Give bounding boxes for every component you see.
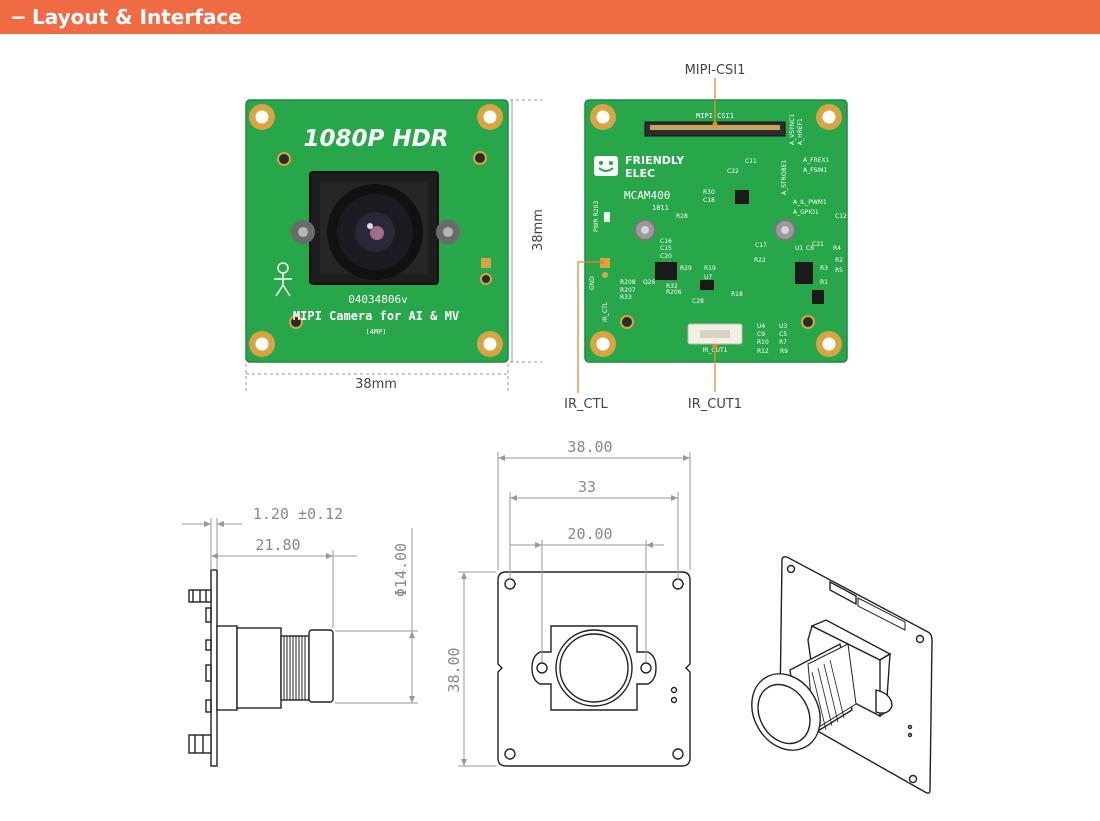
callout-ir-cut1: IR_CUT1 (688, 397, 742, 412)
silk-part-label: U1 (795, 245, 803, 252)
silk-part-label: R12 (757, 348, 769, 355)
silk-part-label: C15 (660, 245, 672, 252)
silk-part-label: C12 (835, 213, 847, 220)
silk-part-label: C22 (727, 168, 739, 175)
silk-part-label: C21 (812, 241, 824, 248)
top-dimension-lines (458, 452, 691, 767)
brand-line2: ELEC (625, 167, 655, 180)
silk-part-label: R28 (676, 213, 688, 220)
silk-part-label: R4 (833, 245, 841, 252)
back-board: MIPI-CSI1 A_STROBE1 A_VSYNC1 A_HREF1 FRI… (584, 99, 848, 363)
front-board-subtitle: MIPI Camera for AI & MV (293, 309, 459, 323)
silk-part-label: U3 (779, 323, 787, 330)
front-board-note: (4MP) (365, 328, 386, 336)
dim-top-width: 38.00 (567, 438, 612, 456)
silk-part-label: U4 (757, 323, 765, 330)
silk-pwr: PWR R203 (593, 201, 600, 232)
silk-right-0: A_FREX1 (803, 157, 830, 164)
front-board: 1080P HDR 04034806v MIPI Camera for AI &… (245, 99, 509, 363)
silk-part-label: Q26 (643, 279, 656, 286)
silk-part-label: R208 (620, 279, 636, 286)
silk-part-label: R1 (820, 279, 828, 286)
dim-hole-spacing: 33 (578, 478, 596, 496)
silk-part-label: R33 (620, 294, 632, 301)
silk-part-label: C18 (703, 197, 715, 204)
collapse-icon: − (10, 5, 27, 29)
back-mount-holes (590, 104, 842, 357)
dim-top-height: 38.00 (445, 647, 463, 692)
silk-part-label: C17 (755, 242, 767, 249)
section-header: − Layout & Interface (0, 0, 1100, 34)
section-title: Layout & Interface (32, 5, 242, 29)
side-view-drawing (188, 569, 334, 767)
silk-part-label: C16 (660, 238, 672, 245)
silk-part-label: R5 (835, 267, 843, 274)
silk-part-label: R29 (680, 265, 692, 272)
silk-top-2: A_HREF1 (797, 118, 804, 145)
silk-top-0: A_STROBE1 (781, 160, 788, 195)
silk-part-label: R3 (820, 265, 828, 272)
dim-mount-width: 20.00 (567, 525, 612, 543)
silk-part-label: C6 (806, 245, 814, 252)
silk-right-1: A_FSIN1 (803, 167, 828, 174)
silk-part-label: C9 (757, 331, 765, 338)
silk-part-label: R32 (666, 283, 678, 290)
board-model: MCAM400 (624, 189, 670, 202)
silk-right-2: A_IL_PWM1 (793, 199, 827, 206)
silk-part-label: U7 (704, 274, 712, 281)
silk-part-label: R9 (780, 348, 788, 355)
dim-side-thickness: 1.20 ±0.12 (253, 505, 343, 523)
silk-part-label: C11 (745, 158, 757, 165)
silk-top-1: A_VSYNC1 (789, 114, 796, 145)
person-icon (274, 262, 292, 297)
front-board-title: 1080P HDR (304, 126, 449, 152)
front-dimension-lines (245, 99, 542, 392)
silk-part-label: R7 (779, 339, 787, 346)
side-dimension-lines (182, 518, 418, 704)
callout-ir-ctl: IR_CTL (564, 397, 608, 412)
silk-part-label: R207 (620, 287, 636, 294)
callout-lines (577, 78, 716, 393)
silk-part-label: C28 (692, 298, 704, 305)
isometric-drawing (751, 556, 933, 794)
top-view-drawing (497, 571, 691, 767)
front-width-label: 38mm (355, 377, 397, 392)
silk-part-label: R206 (666, 289, 682, 296)
silk-part-label: R22 (754, 257, 766, 264)
silk-part-label: R18 (731, 291, 743, 298)
silk-part-label: R30 (703, 189, 715, 196)
silk-part-label: R2 (835, 257, 843, 264)
callout-mipi-csi1: MIPI-CSI1 (685, 63, 746, 78)
silk-part-label: C5 (779, 331, 787, 338)
board-rev: 1811 (652, 204, 669, 212)
silk-irctl: IR_CTL (602, 301, 609, 322)
silk-part-label: C20 (660, 253, 672, 260)
friendly-elec-logo-icon (594, 156, 618, 176)
brand-line1: FRIENDLY (625, 154, 685, 167)
front-board-serial: 04034806v (348, 293, 408, 306)
front-height-label: 38mm (531, 209, 546, 251)
silk-part-label: R10 (757, 339, 769, 346)
dim-side-length: 21.80 (255, 536, 300, 554)
dim-lens-diameter: Φ14.00 (392, 543, 410, 597)
silk-part-label: R19 (704, 265, 716, 272)
silk-gnd: GND (589, 276, 596, 290)
silk-right-3: A_GPIO1 (793, 209, 819, 216)
front-mount-holes (249, 104, 503, 357)
